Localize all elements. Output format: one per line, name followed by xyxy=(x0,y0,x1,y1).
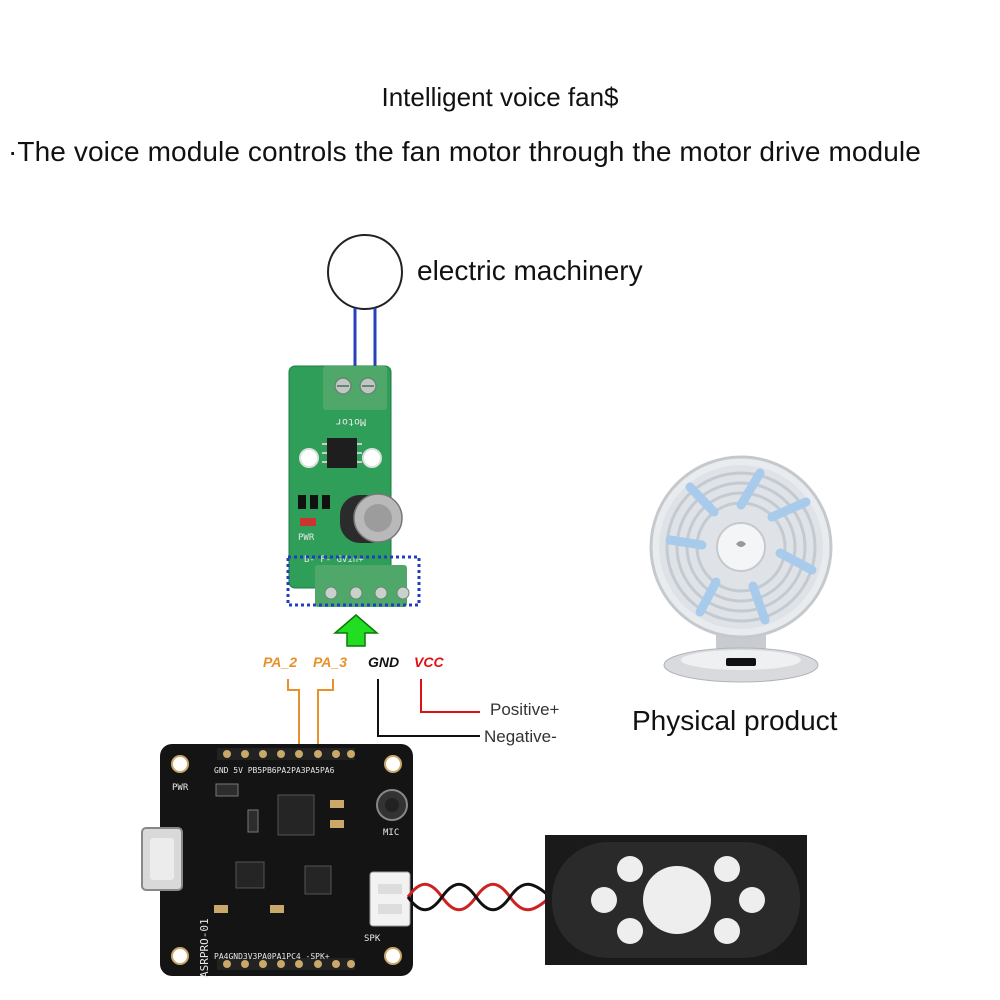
asr-bottom-header-label: PA4GND3V3PA0PA1PC4 -SPK+ xyxy=(214,952,330,961)
wire-pa3 xyxy=(317,679,334,747)
pin-label-pa3: PA_3 xyxy=(313,654,347,670)
wire-pa2 xyxy=(287,679,300,747)
wire-vcc xyxy=(420,679,480,713)
positive-wire-label: Positive+ xyxy=(490,700,560,719)
speaker-wire-red xyxy=(406,882,552,912)
asr-board-name: ASRPRO-01 xyxy=(198,918,211,978)
asr-pwr-label: PWR xyxy=(172,783,189,793)
product-label: Physical product xyxy=(632,705,838,736)
asr-mic-label: MIC xyxy=(383,828,399,838)
pin-label-pa2: PA_2 xyxy=(263,654,297,670)
driver-pwr-marking: PWR xyxy=(298,533,315,543)
wire-gnd xyxy=(377,679,480,737)
asr-board xyxy=(141,744,413,976)
fan-product-image xyxy=(649,455,833,683)
speaker-wire-black xyxy=(406,882,552,912)
motor-driver-board xyxy=(288,365,410,607)
input-arrow xyxy=(332,614,380,647)
asr-top-header-label: GND 5V PB5PB6PA2PA3PA5PA6 xyxy=(214,766,335,775)
asr-spk-label: SPK xyxy=(364,934,381,944)
pin-label-gnd: GND xyxy=(368,654,400,670)
negative-wire-label: Negative- xyxy=(484,727,557,746)
motor-circle xyxy=(327,234,403,310)
driver-motor-marking: Motor xyxy=(336,416,366,427)
pin-label-vcc: VCC xyxy=(414,654,444,670)
motor-label: electric machinery xyxy=(417,255,643,286)
speaker xyxy=(545,835,807,965)
diagram-title: Intelligent voice fan$ xyxy=(381,82,619,112)
driver-terminal-marking: B- F- GVin+ xyxy=(304,555,364,565)
diagram-subtitle: ·The voice module controls the fan motor… xyxy=(8,136,921,167)
